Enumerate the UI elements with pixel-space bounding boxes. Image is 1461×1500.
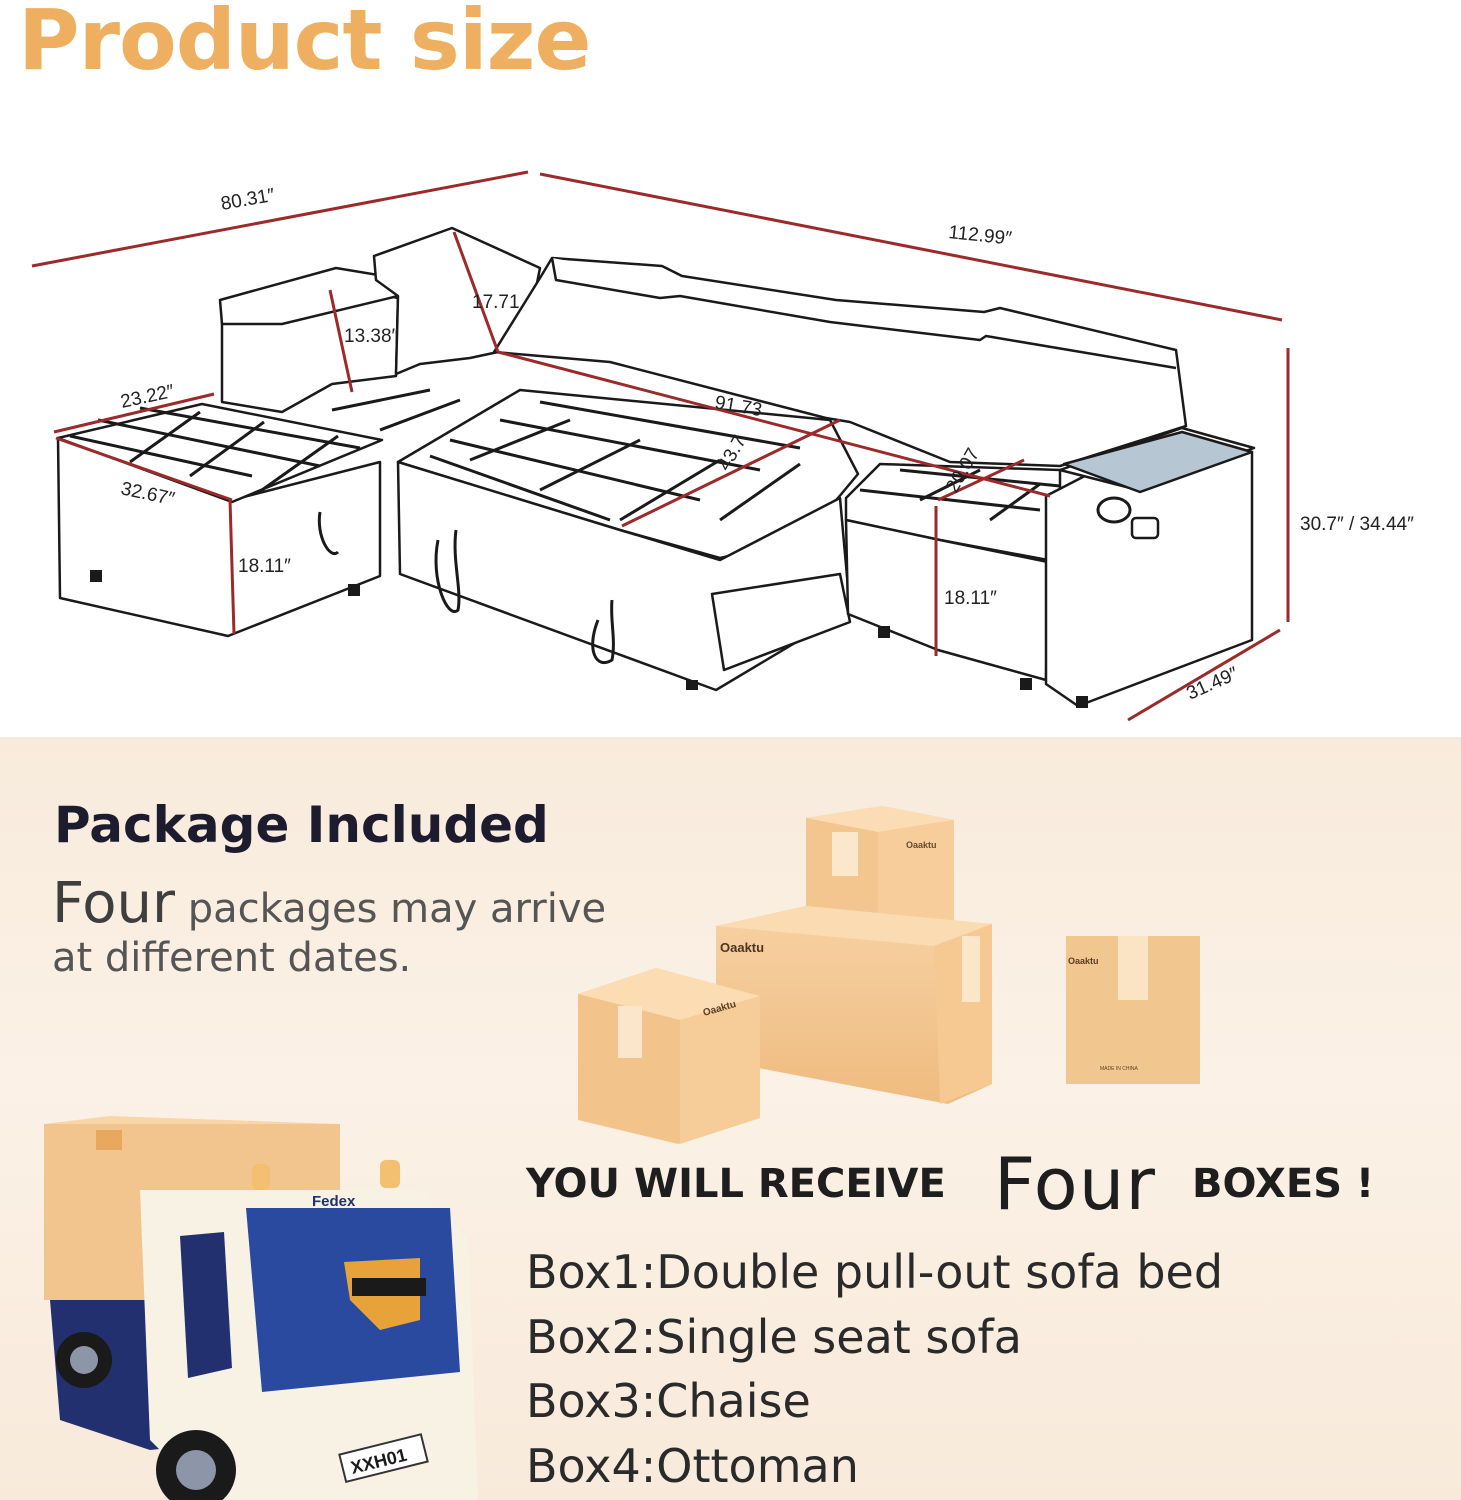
sofa-sketch: [56, 226, 1256, 708]
page-title: Product size: [18, 0, 591, 89]
list-item: Box2:Single seat sofa: [526, 1309, 1022, 1364]
box-list: Box1:Double pull-out sofa bed Box2:Singl…: [526, 1240, 1223, 1498]
product-size-section: Product size: [0, 0, 1461, 737]
dim-seat-height: 18.11″: [944, 588, 997, 609]
dim-headrest-tall: 17.71: [472, 292, 520, 313]
sofa-dimension-drawing: 80.31″ 112.99″ 17.71 13.38″ 23.22″ 32.67…: [31, 170, 1414, 722]
dimension-lines: [31, 170, 1290, 722]
list-item: Box4:Ottoman: [526, 1438, 859, 1493]
package-note-line1: Four packages may arrive: [52, 870, 606, 937]
dim-chaise-height: 18.11″: [238, 556, 291, 577]
receive-count: Four: [993, 1142, 1156, 1226]
receive-heading: YOU WILL RECEIVE Four BOXES !: [526, 1142, 1374, 1226]
package-note-line2: at different dates.: [52, 935, 412, 981]
dim-overall-right: 112.99″: [947, 222, 1013, 250]
list-item: Box1:Double pull-out sofa bed: [526, 1245, 1224, 1299]
package-count-word: Four: [52, 871, 175, 936]
dim-overall-left: 80.31″: [219, 185, 276, 215]
receive-prefix: YOU WILL RECEIVE: [526, 1161, 946, 1207]
dim-total-height: 30.7″ / 34.44″: [1300, 514, 1414, 535]
list-item: Box3:Chaise: [526, 1374, 811, 1428]
receive-suffix: BOXES !: [1191, 1161, 1375, 1207]
dim-headrest-short: 13.38″: [344, 326, 399, 347]
package-title: Package Included: [54, 796, 549, 854]
package-note-rest: packages may arrive: [175, 886, 607, 932]
